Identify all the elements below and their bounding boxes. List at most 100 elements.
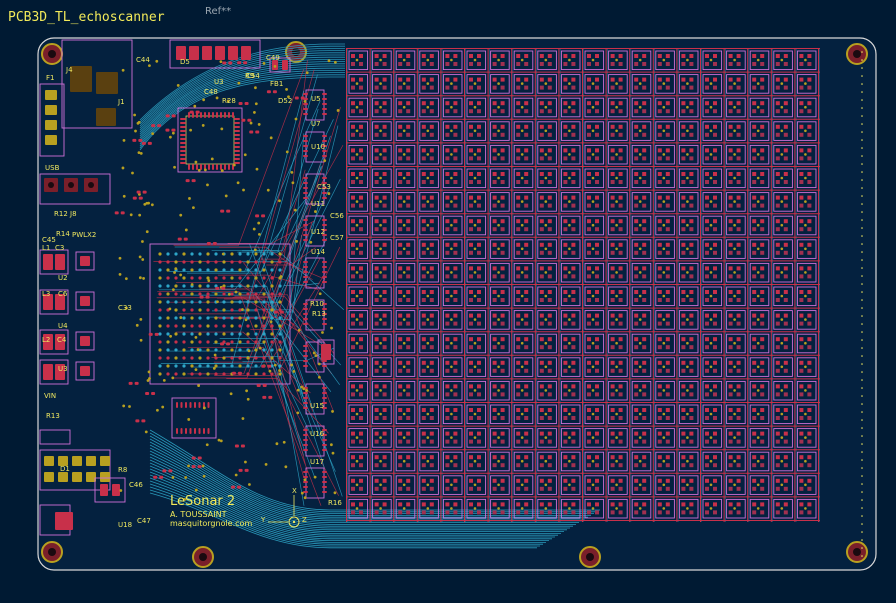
- transducer-cell: [537, 498, 557, 519]
- transducer-cell: [584, 428, 605, 448]
- transducer-courtyard: [348, 310, 369, 330]
- transducer-pad: [500, 219, 505, 224]
- transducer-via: [804, 459, 807, 463]
- transducer-pad: [689, 242, 694, 247]
- transducer-pad: [610, 337, 615, 342]
- transducer-pad: [610, 250, 615, 255]
- transducer-pad: [587, 219, 591, 224]
- transducer-courtyard: [749, 380, 770, 401]
- transducer-pad: [524, 384, 529, 389]
- transducer-cell: [796, 475, 817, 495]
- transducer-pad: [665, 195, 670, 200]
- via: [248, 483, 251, 486]
- transducer-via: [497, 341, 500, 345]
- transducer-pad: [571, 510, 576, 515]
- transducer-courtyard: [372, 168, 392, 189]
- transducer-pad: [524, 62, 529, 66]
- via: [171, 288, 175, 292]
- transducer-via: [520, 436, 524, 439]
- bga-ball: [270, 356, 274, 360]
- transducer-pad: [618, 455, 623, 460]
- via: [254, 102, 258, 106]
- transducer-pad: [453, 250, 458, 255]
- transducer-cell: [608, 192, 628, 212]
- transducer-courtyard: [348, 192, 369, 212]
- transducer-courtyard: [726, 97, 746, 118]
- transducer-pad: [374, 298, 379, 302]
- transducer-pad: [642, 101, 647, 106]
- ic-pin: [322, 177, 327, 179]
- transducer-pad: [807, 227, 812, 232]
- transducer-pad: [445, 156, 450, 161]
- transducer-via: [804, 389, 807, 392]
- transducer-cell: [726, 451, 746, 472]
- passive-pad: [199, 295, 204, 299]
- transducer-cell: [466, 239, 487, 259]
- silk-label-c54: C54: [246, 72, 260, 80]
- transducer-pad: [799, 439, 804, 444]
- transducer-cell: [773, 50, 793, 71]
- transducer-via: [638, 223, 642, 227]
- transducer-cell: [749, 192, 770, 212]
- transducer-via: [709, 105, 713, 109]
- transducer-pad: [563, 502, 568, 507]
- transducer-pad: [524, 203, 529, 208]
- transducer-pad: [752, 156, 757, 161]
- transducer-pad: [610, 132, 615, 137]
- transducer-courtyard: [655, 144, 675, 165]
- transducer-pad: [351, 77, 355, 82]
- transducer-pad: [807, 416, 812, 420]
- transducer-pad: [374, 266, 379, 271]
- transducer-courtyard: [796, 498, 817, 519]
- via: [212, 366, 216, 370]
- via: [258, 346, 262, 350]
- transducer-pad: [453, 85, 458, 90]
- bga-ball: [166, 356, 170, 360]
- transducer-pad: [469, 416, 473, 420]
- transducer-via: [473, 153, 477, 156]
- inductor-pad: [55, 364, 65, 380]
- transducer-pad: [516, 486, 521, 491]
- via: [162, 378, 166, 382]
- via: [226, 99, 230, 103]
- transducer-pad: [500, 463, 505, 468]
- transducer-pad: [760, 510, 765, 515]
- bga-ball: [206, 316, 210, 320]
- transducer-pad: [406, 431, 411, 436]
- transducer-via: [520, 129, 524, 133]
- transducer-pad: [374, 219, 379, 224]
- inductor-pad: [43, 364, 53, 380]
- transducer-pad: [351, 290, 355, 294]
- vin-header-courtyard: [39, 449, 111, 491]
- ic-pin: [303, 345, 308, 347]
- bga-ball: [230, 252, 234, 256]
- bga-ball: [182, 292, 186, 296]
- transducer-pad: [516, 242, 521, 247]
- transducer-via: [662, 58, 666, 62]
- transducer-courtyard: [726, 357, 746, 377]
- transducer-courtyard: [419, 380, 439, 401]
- transducer-cell: [560, 475, 581, 495]
- transducer-courtyard: [773, 357, 793, 377]
- transducer-via: [379, 129, 382, 133]
- transducer-pad: [453, 266, 458, 271]
- transducer-pad: [610, 298, 615, 302]
- transducer-pad: [421, 439, 426, 444]
- transducer-pad: [421, 242, 426, 247]
- transducer-courtyard: [395, 451, 416, 472]
- transducer-cell: [442, 50, 463, 71]
- transducer-pad: [492, 439, 497, 444]
- transducer-pad: [351, 156, 355, 161]
- transducer-cell: [395, 144, 416, 165]
- transducer-pad: [689, 416, 694, 420]
- transducer-pad: [453, 290, 458, 294]
- via: [284, 465, 288, 469]
- via: [210, 157, 214, 161]
- transducer-pad: [500, 124, 505, 129]
- transducer-pad: [610, 156, 615, 161]
- transducer-cell: [537, 97, 557, 118]
- transducer-cell: [466, 286, 487, 307]
- ic-pin: [322, 234, 327, 236]
- origin-marker: [288, 516, 300, 528]
